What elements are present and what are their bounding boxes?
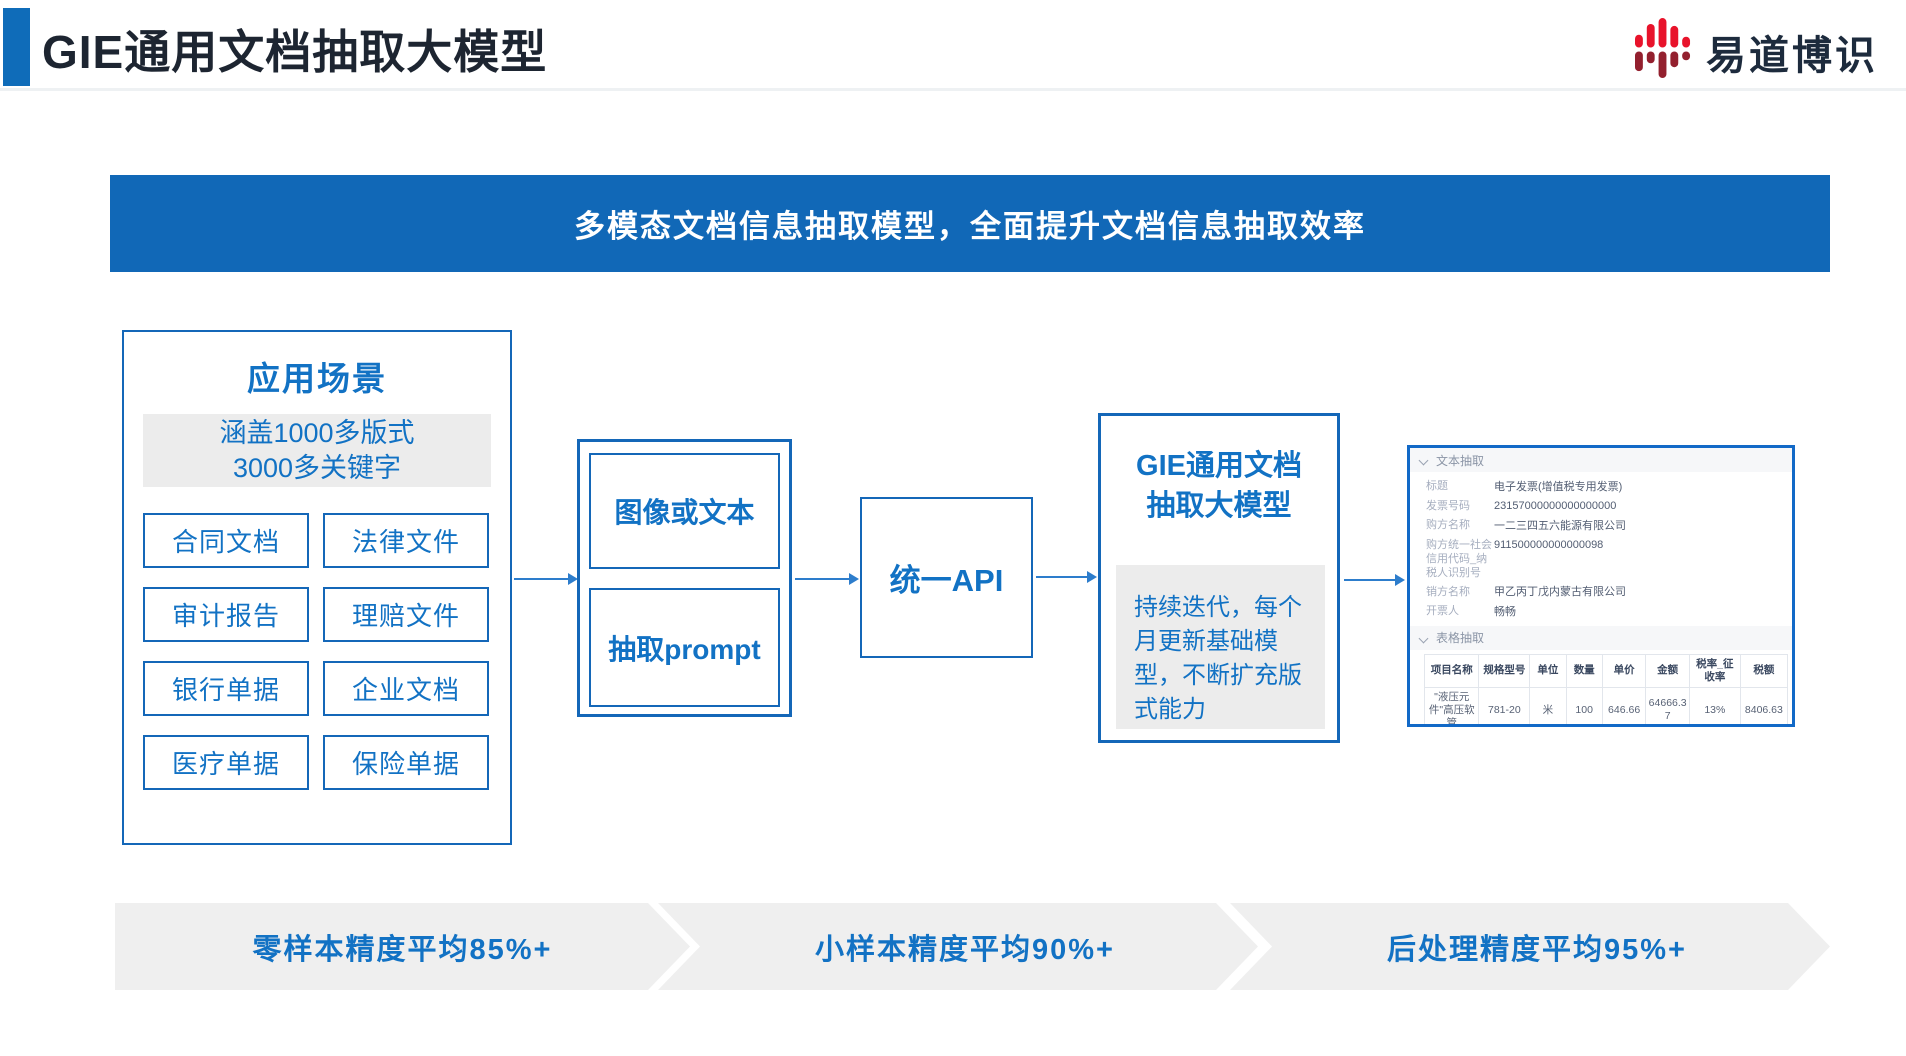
- table-cell: 米: [1529, 686, 1567, 724]
- field-label: 发票号码: [1426, 499, 1470, 512]
- col-header: 单价: [1601, 653, 1647, 688]
- header: GIE通用文档抽取大模型: [0, 0, 1906, 88]
- table-cell: 781-20: [1478, 686, 1531, 724]
- scenario-grid: 合同文档 法律文件 审计报告 理赔文件 银行单据 企业文档 医疗单据 保险单据: [143, 513, 495, 790]
- arrow-scenario-to-input: [514, 573, 578, 585]
- field-value: 911500000000000098: [1494, 539, 1604, 551]
- extraction-result-panel: 文本抽取 标题 电子发票(增值税专用发票) 发票号码 2315700000000…: [1407, 445, 1795, 727]
- table-cell: 64666.37: [1645, 686, 1690, 724]
- field-value: 23157000000000000000: [1494, 500, 1617, 512]
- table-cell: 8406.63: [1739, 686, 1789, 724]
- field-row: 发票号码 23157000000000000000: [1426, 499, 1784, 514]
- gie-model-title: GIE通用文档 抽取大模型: [1101, 446, 1337, 526]
- text-extraction-section-header[interactable]: 文本抽取: [1410, 448, 1792, 472]
- logo-text: 易道博识: [1706, 34, 1878, 78]
- table-cell: 646.66: [1601, 686, 1647, 724]
- table-cell: 100: [1565, 686, 1603, 724]
- unified-api-box: 统一API: [860, 497, 1033, 658]
- field-row: 购方名称 一二三四五六能源有限公司: [1426, 518, 1784, 533]
- arrow-input-to-api: [795, 573, 859, 585]
- coverage-line1: 涵盖1000多版式: [219, 417, 415, 448]
- company-logo: 易道博识: [1635, 18, 1878, 86]
- scenario-box: 应用场景 涵盖1000多版式 3000多关键字 合同文档 法律文件 审计报告 理…: [122, 330, 512, 845]
- input-box: 图像或文本 抽取prompt: [577, 439, 792, 717]
- field-row: 开票人 畅畅: [1426, 604, 1784, 619]
- col-header: 单位: [1529, 653, 1567, 688]
- gie-model-note: 持续迭代，每个月更新基础模型，不断扩充版式能力: [1116, 565, 1325, 729]
- col-header: 项目名称: [1423, 653, 1480, 688]
- metric-zero-shot: 零样本精度平均85%+: [115, 903, 690, 990]
- coverage-line2: 3000多关键字: [232, 452, 402, 483]
- table-row: "液压元件"高压软管 781-20 米 100 646.66 64666.37 …: [1423, 686, 1789, 724]
- table-extraction-section-label: 表格抽取: [1436, 631, 1485, 645]
- scenario-item-legal: 法律文件: [323, 513, 489, 568]
- soundwave-bars-icon: [1635, 18, 1692, 86]
- field-label: 标题: [1426, 480, 1448, 492]
- input-image-or-text: 图像或文本: [589, 453, 780, 569]
- table-cell: "液压元件"高压软管: [1423, 686, 1480, 724]
- scenario-item-enterprise: 企业文档: [323, 661, 489, 716]
- field-label: 开票人: [1426, 605, 1459, 617]
- chevron-down-icon: [1420, 634, 1428, 642]
- arrow-model-to-result: [1344, 574, 1405, 586]
- field-row: 销方名称 甲乙丙丁戊内蒙古有限公司: [1426, 585, 1784, 600]
- scenario-item-audit: 审计报告: [143, 587, 309, 642]
- col-header: 税率_征收率: [1688, 653, 1741, 688]
- page-title: GIE通用文档抽取大模型: [42, 26, 548, 78]
- col-header: 数量: [1565, 653, 1603, 688]
- metric-few-shot: 小样本精度平均90%+: [658, 903, 1258, 990]
- header-divider: [0, 88, 1906, 91]
- field-value: 电子发票(增值税专用发票): [1494, 480, 1623, 493]
- metric-post-process: 后处理精度平均95%+: [1230, 903, 1830, 990]
- field-label: 销方名称: [1426, 585, 1470, 598]
- field-label: 购方统一社会信用代码_纳税人识别号: [1426, 538, 1492, 579]
- gie-model-box: GIE通用文档 抽取大模型 持续迭代，每个月更新基础模型，不断扩充版式能力: [1098, 413, 1340, 743]
- headline-banner: 多模态文档信息抽取模型，全面提升文档信息抽取效率: [110, 175, 1830, 272]
- field-value: 甲乙丙丁戊内蒙古有限公司: [1494, 586, 1626, 598]
- col-header: 金额: [1645, 653, 1690, 688]
- scenario-item-bank: 银行单据: [143, 661, 309, 716]
- field-row: 购方统一社会信用代码_纳税人识别号 911500000000000098: [1426, 538, 1784, 580]
- chevron-down-icon: [1420, 456, 1428, 464]
- scenario-item-claims: 理赔文件: [323, 587, 489, 642]
- title-accent-bar: [3, 8, 30, 86]
- arrow-api-to-model: [1036, 571, 1097, 583]
- scenario-item-insurance: 保险单据: [323, 735, 489, 790]
- field-value: 畅畅: [1494, 605, 1516, 618]
- coverage-note: 涵盖1000多版式 3000多关键字: [143, 414, 491, 487]
- col-header: 税额: [1739, 653, 1789, 688]
- table-cell: 13%: [1688, 686, 1741, 724]
- input-extract-prompt: 抽取prompt: [589, 588, 780, 707]
- gie-title-line2: 抽取大模型: [1146, 490, 1292, 522]
- text-extraction-fields: 标题 电子发票(增值税专用发票) 发票号码 231570000000000000…: [1410, 472, 1792, 626]
- table-header-row: 项目名称 规格型号 单位 数量 单价 金额 税率_征收率 税额: [1423, 653, 1789, 688]
- field-label: 购方名称: [1426, 519, 1470, 531]
- scenario-item-medical: 医疗单据: [143, 735, 309, 790]
- col-header: 规格型号: [1478, 653, 1531, 688]
- gie-title-line1: GIE通用文档: [1136, 450, 1302, 482]
- text-extraction-section-label: 文本抽取: [1436, 453, 1485, 468]
- field-value: 一二三四五六能源有限公司: [1494, 519, 1626, 532]
- field-row: 标题 电子发票(增值税专用发票): [1426, 479, 1784, 494]
- scenario-title: 应用场景: [247, 360, 387, 397]
- scenario-item-contract: 合同文档: [143, 513, 309, 568]
- extraction-table: 项目名称 规格型号 单位 数量 单价 金额 税率_征收率 税额 "液压元件"高压…: [1423, 653, 1789, 724]
- headline-text: 多模态文档信息抽取模型，全面提升文档信息抽取效率: [574, 209, 1366, 244]
- table-extraction-section-header[interactable]: 表格抽取: [1410, 625, 1792, 650]
